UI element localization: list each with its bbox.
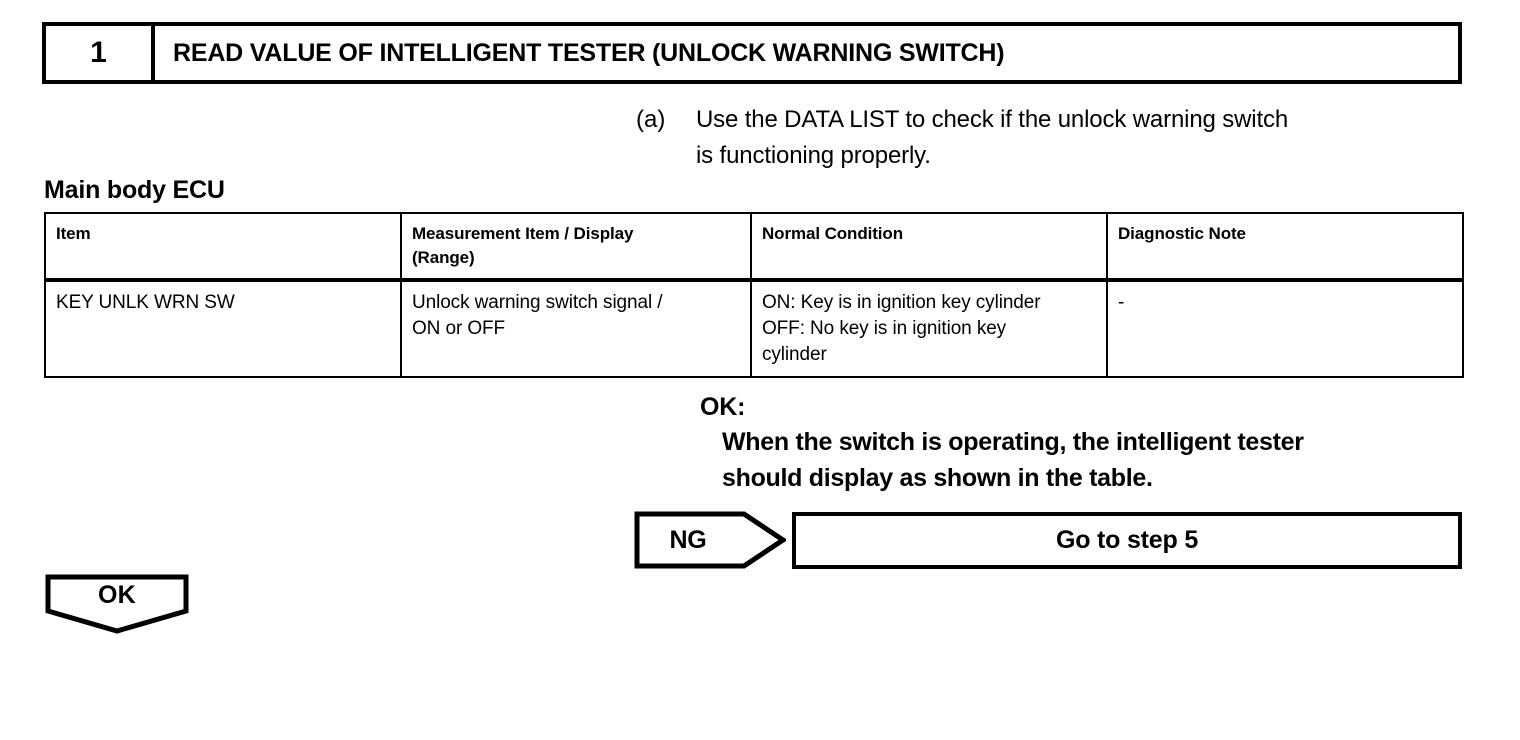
ok-result-line-1: When the switch is operating, the intell… bbox=[722, 428, 1304, 456]
instruction-marker: (a) bbox=[636, 106, 666, 133]
column-header-item: Item bbox=[44, 212, 402, 282]
ok-arrow-down-icon bbox=[45, 574, 189, 634]
cell-normal-line-2: OFF: No key is in ignition key bbox=[762, 318, 1007, 339]
ok-result-text: When the switch is operating, the intell… bbox=[722, 424, 1480, 496]
ng-branch-arrow: NG bbox=[634, 511, 786, 569]
ok-result-block: OK: When the switch is operating, the in… bbox=[700, 390, 1480, 496]
table-header: Item Measurement Item / Display (Range) … bbox=[44, 212, 1464, 282]
table-header-row: Item Measurement Item / Display (Range) … bbox=[44, 212, 1464, 282]
ok-branch-arrow: OK bbox=[45, 574, 189, 634]
table-body: KEY UNLK WRN SW Unlock warning switch si… bbox=[44, 279, 1464, 378]
column-header-measurement-line-1: Measurement Item / Display bbox=[412, 224, 634, 243]
column-header-normal-condition: Normal Condition bbox=[750, 212, 1108, 282]
step-header-bar: 1 READ VALUE OF INTELLIGENT TESTER (UNLO… bbox=[42, 22, 1462, 84]
cell-item: KEY UNLK WRN SW bbox=[44, 279, 402, 378]
column-header-measurement-line-2: (Range) bbox=[412, 248, 475, 267]
instruction-block: (a) Use the DATA LIST to check if the un… bbox=[636, 102, 1466, 174]
data-list-table: Item Measurement Item / Display (Range) … bbox=[44, 212, 1464, 378]
section-heading: Main body ECU bbox=[44, 176, 225, 204]
ng-arrow-icon bbox=[634, 511, 786, 569]
cell-normal-line-3: cylinder bbox=[762, 344, 827, 365]
ok-branch-label: OK bbox=[97, 580, 137, 609]
step-number: 1 bbox=[46, 26, 155, 80]
instruction-line-2: is functioning properly. bbox=[696, 142, 931, 169]
ng-branch-label: NG bbox=[669, 525, 707, 554]
column-header-diagnostic-note: Diagnostic Note bbox=[1106, 212, 1464, 282]
cell-normal-line-1: ON: Key is in ignition key cylinder bbox=[762, 292, 1041, 313]
ok-result-line-2: should display as shown in the table. bbox=[722, 464, 1153, 492]
goto-step-box[interactable]: Go to step 5 bbox=[792, 512, 1462, 569]
ok-result-label: OK: bbox=[700, 393, 746, 421]
instruction-text: Use the DATA LIST to check if the unlock… bbox=[696, 102, 1288, 174]
cell-measurement-line-1: Unlock warning switch signal / bbox=[412, 292, 663, 313]
column-header-measurement: Measurement Item / Display (Range) bbox=[400, 212, 752, 282]
goto-step-label: Go to step 5 bbox=[1055, 526, 1199, 554]
cell-normal-condition: ON: Key is in ignition key cylinder OFF:… bbox=[750, 279, 1108, 378]
instruction-line-1: Use the DATA LIST to check if the unlock… bbox=[696, 106, 1289, 133]
cell-measurement-line-2: ON or OFF bbox=[412, 318, 506, 339]
step-title: READ VALUE OF INTELLIGENT TESTER (UNLOCK… bbox=[173, 38, 1005, 67]
cell-diagnostic-note: - bbox=[1106, 279, 1464, 378]
cell-measurement: Unlock warning switch signal / ON or OFF bbox=[400, 279, 752, 378]
table-row: KEY UNLK WRN SW Unlock warning switch si… bbox=[44, 279, 1464, 378]
